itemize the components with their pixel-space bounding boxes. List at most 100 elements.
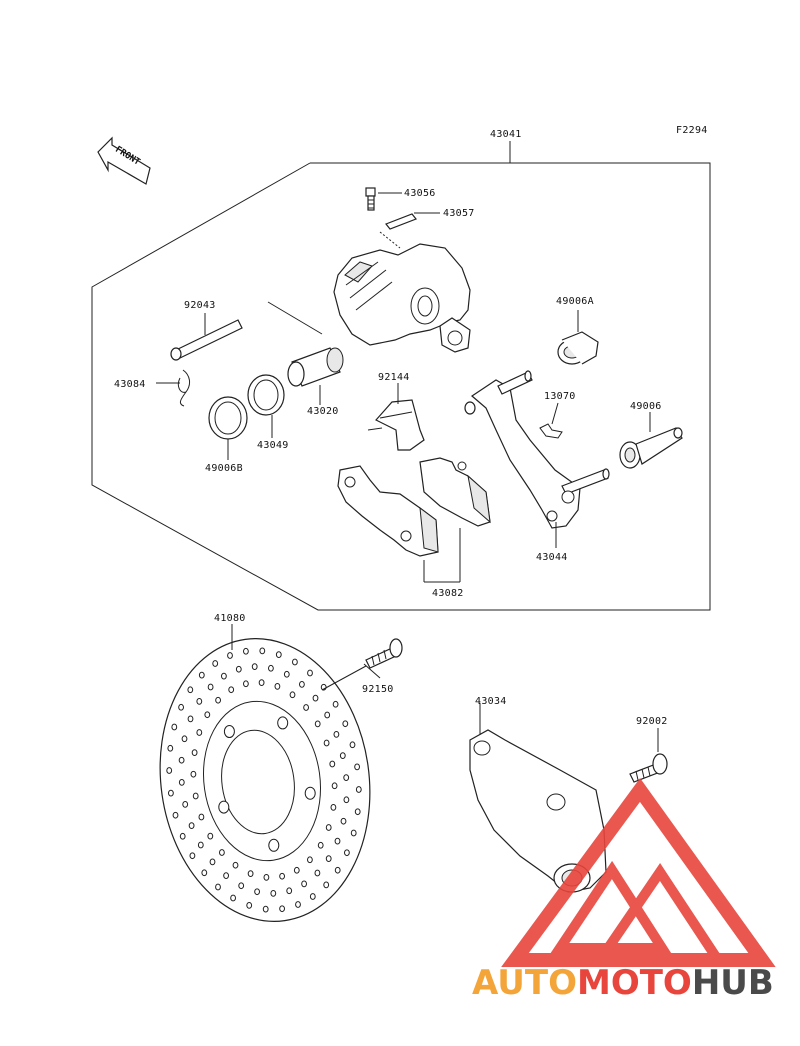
- disc-hole: [293, 866, 300, 874]
- disc-hole: [258, 679, 265, 686]
- disc-hole: [354, 808, 361, 816]
- disc-hole: [344, 849, 350, 857]
- disc-bolt: [365, 638, 403, 669]
- disc-hole: [354, 763, 361, 771]
- disc-hole: [235, 665, 242, 673]
- label-92150: 92150: [362, 684, 394, 695]
- front-arrow-icon: FRONT: [97, 136, 151, 185]
- pad-spring: [367, 399, 425, 451]
- disc-hole: [334, 837, 341, 845]
- disc-hole: [218, 800, 230, 814]
- figure-code: F2294: [676, 125, 708, 136]
- watermark-text: AUTOMOTOHUB: [472, 963, 774, 1003]
- disc-hole: [343, 774, 350, 781]
- disc-hole: [201, 869, 208, 877]
- disc-hole: [277, 716, 289, 730]
- disc-hole: [221, 672, 227, 680]
- disc-hole: [172, 811, 179, 819]
- piston: [287, 347, 344, 387]
- disc-hole: [304, 786, 316, 800]
- disc-hole: [243, 680, 249, 688]
- disc-hole: [190, 770, 197, 778]
- disc-hole: [307, 856, 313, 864]
- disc-hole: [178, 703, 185, 711]
- disc-hole: [279, 905, 286, 913]
- label-43057: 43057: [443, 208, 475, 219]
- piston-seal: [247, 374, 285, 416]
- disc-hole: [198, 813, 205, 821]
- caliper-bracket: [464, 370, 610, 529]
- assembly-outline: [91, 162, 711, 611]
- disc-hole: [215, 883, 221, 891]
- disc-hole: [334, 866, 341, 874]
- disc-hole: [333, 731, 340, 738]
- disc-hole: [299, 681, 305, 688]
- bracket-bolt: [629, 753, 668, 783]
- disc-hole: [303, 704, 310, 711]
- disc-hole: [342, 720, 349, 728]
- label-43034: 43034: [475, 696, 507, 707]
- disc-hole: [331, 782, 338, 790]
- label-43056: 43056: [404, 188, 436, 199]
- disc-hole: [314, 869, 321, 877]
- label-49006b: 49006B: [205, 463, 243, 474]
- disc-hole: [166, 767, 173, 774]
- disc-hole: [355, 786, 362, 793]
- brake-pad-inner: [419, 457, 491, 527]
- disc-hole: [251, 663, 258, 670]
- disc-hole: [314, 720, 321, 728]
- disc-hole: [228, 686, 235, 694]
- disc-hole: [247, 870, 254, 877]
- disc-hole: [179, 832, 186, 840]
- disc-hole: [243, 647, 249, 655]
- disc-hole: [317, 841, 324, 849]
- disc-hole: [192, 792, 199, 800]
- disc-hole: [332, 700, 339, 708]
- disc-hole: [292, 658, 298, 666]
- disc-hole: [340, 817, 347, 825]
- label-43084: 43084: [114, 379, 146, 390]
- disc-hole: [212, 660, 219, 667]
- caliper-pin: [170, 319, 243, 361]
- disc-hole: [312, 694, 319, 702]
- label-92002: 92002: [636, 716, 668, 727]
- disc-hole: [187, 715, 194, 723]
- label-13070: 13070: [544, 391, 576, 402]
- label-43049: 43049: [257, 440, 289, 451]
- disc-hole: [232, 861, 239, 869]
- disc-hole: [323, 881, 330, 889]
- disc-hole: [227, 652, 233, 659]
- disc-hole: [323, 739, 330, 747]
- disc-hole: [171, 723, 178, 731]
- bleeder-cap: [385, 213, 417, 230]
- pin-clip: [177, 369, 191, 407]
- disc-hole: [324, 711, 331, 719]
- disc-hole: [187, 686, 194, 694]
- disc-hole: [283, 670, 290, 678]
- disc-hole: [188, 822, 195, 829]
- disc-hole: [181, 735, 188, 743]
- disc-hole: [178, 756, 185, 764]
- disc-hole: [204, 711, 211, 719]
- disc-hole: [209, 858, 216, 866]
- label-43020: 43020: [307, 406, 339, 417]
- disc-hole: [349, 741, 356, 749]
- disc-hole: [343, 796, 350, 804]
- disc-hole: [295, 901, 301, 908]
- brake-disc: [159, 638, 371, 922]
- label-92043: 92043: [184, 300, 216, 311]
- disc-hole: [279, 872, 286, 880]
- automotohub-logo: [501, 778, 776, 967]
- label-43082: 43082: [432, 588, 464, 599]
- disc-hole: [259, 647, 266, 655]
- disc-hole: [197, 841, 204, 849]
- disc-hole: [350, 829, 357, 837]
- label-49006a: 49006A: [556, 296, 594, 307]
- disc-hole: [198, 671, 205, 679]
- disc-hole: [219, 849, 225, 856]
- disc-hole: [325, 824, 332, 831]
- disc-hole: [301, 880, 308, 888]
- label-43044: 43044: [536, 552, 568, 563]
- disc-hole: [274, 683, 281, 690]
